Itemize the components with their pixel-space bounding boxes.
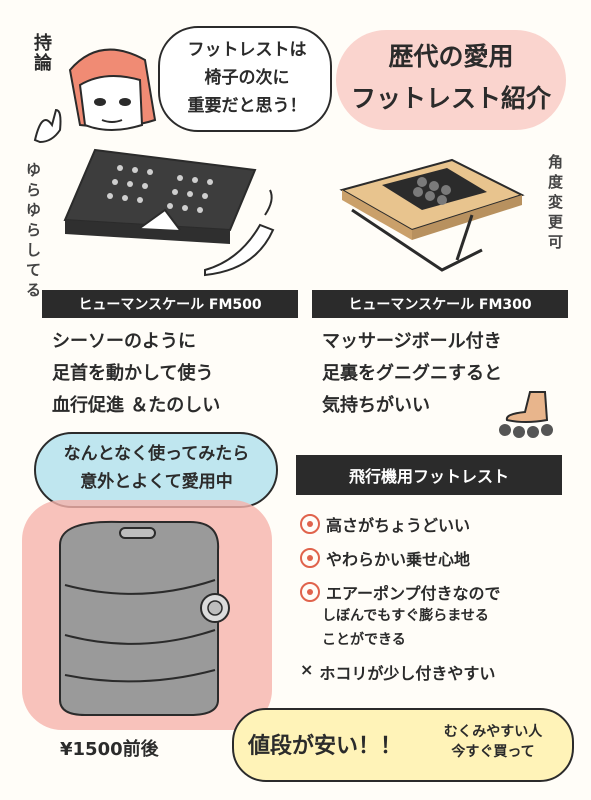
product3-title-text: 飛行機用フットレスト: [348, 467, 509, 486]
cheap-note: むくみやすい人 今すぐ買って: [418, 722, 568, 762]
bullet-circle-icon: [300, 548, 320, 568]
pro-item-1-text: 高さがちょうどいい: [326, 516, 471, 535]
pro-item-3-sub: しぼんでもすぐ膨らませる ことができる: [322, 604, 562, 652]
con-mark: ×: [300, 660, 314, 679]
price-text: ¥1500前後: [60, 739, 159, 760]
speech-line-1: フットレストは: [187, 40, 307, 60]
footrest-fm300-illustration: [339, 158, 525, 272]
con-text: ホコリが少し付きやすい: [319, 664, 496, 683]
product3-bubble-line-1: なんとなく使ってみたら: [63, 444, 250, 464]
product1-description: シーソーのように 足首を動かして使う 血行促進 ＆たのしい: [52, 326, 292, 422]
price-label: ¥1500前後: [60, 735, 159, 761]
bullet-circle-icon: [300, 582, 320, 602]
product3-bubble-line-2: 意外とよくて愛用中: [80, 472, 233, 492]
character-illustration: [33, 48, 157, 144]
product2-name: ヒューマンスケール FM300: [312, 290, 568, 318]
cheap-bubble: [232, 708, 574, 782]
product2-side-note: 角度変更可: [548, 152, 570, 252]
footrest-fm500-illustration: [63, 148, 275, 277]
pro-item-3: エアーポンプ付きなので: [300, 580, 501, 604]
product3-title: 飛行機用フットレスト: [296, 455, 562, 495]
product1-side-note-text: ゆらゆらしてる: [26, 161, 42, 299]
side-label-text: 持論: [34, 33, 52, 74]
product2-desc-line-1: マッサージボール付き: [322, 331, 502, 352]
product1-name-text: ヒューマンスケール FM500: [78, 297, 262, 313]
bullet-circle-icon: [300, 514, 320, 534]
foot-on-balls-illustration: [499, 391, 553, 438]
product1-desc-line-1: シーソーのように: [52, 331, 196, 352]
product2-desc-line-3: 気持ちがいい: [322, 395, 430, 416]
pro-sub-line-2: ことができる: [322, 632, 406, 648]
pro-item-1: 高さがちょうどいい: [300, 512, 470, 536]
product3-bubble-text: なんとなく使ってみたら 意外とよくて愛用中: [44, 440, 269, 496]
cheap-label-text: 値段が安い！！: [248, 734, 403, 759]
speech-bubble: [158, 26, 332, 132]
product2-description: マッサージボール付き 足裏をグニグニすると 気持ちがいい: [322, 326, 572, 422]
product3-bubble: [34, 432, 278, 508]
pro-item-2-text: やわらかい乗せ心地: [326, 550, 471, 569]
airplane-footrest-illustration: [59, 520, 230, 716]
cheap-label: 値段が安い！！: [248, 728, 402, 760]
side-label: 持論: [34, 34, 58, 74]
product1-desc-line-3: 血行促進 ＆たのしい: [52, 395, 221, 416]
cheap-note-line-1: むくみやすい人: [443, 724, 543, 740]
product2-desc-line-2: 足裏をグニグニすると: [322, 363, 502, 384]
speech-line-3: 重要だと思う！: [187, 96, 307, 116]
pro-item-3-text: エアーポンプ付きなので: [326, 584, 501, 603]
pro-item-2: やわらかい乗せ心地: [300, 546, 470, 570]
product1-name: ヒューマンスケール FM500: [42, 290, 298, 318]
product1-side-note: ゆらゆらしてる: [26, 160, 48, 300]
product2-name-text: ヒューマンスケール FM300: [348, 297, 532, 313]
title-line-2: フットレスト紹介: [350, 84, 551, 113]
product2-side-note-text: 角度変更可: [548, 153, 564, 251]
title-highlight: [336, 30, 566, 130]
speech-line-2: 椅子の次に: [204, 68, 290, 88]
title-line-1: 歴代の愛用: [388, 42, 514, 71]
cheap-note-line-2: 今すぐ買って: [451, 744, 535, 760]
product1-desc-line-2: 足首を動かして使う: [52, 363, 214, 384]
pro-sub-line-1: しぼんでもすぐ膨らませる: [322, 608, 489, 624]
page-title: 歴代の愛用 フットレスト紹介: [336, 36, 566, 120]
con-item: × ホコリが少し付きやすい: [300, 660, 495, 684]
speech-text: フットレストは 椅子の次に 重要だと思う！: [172, 36, 322, 120]
